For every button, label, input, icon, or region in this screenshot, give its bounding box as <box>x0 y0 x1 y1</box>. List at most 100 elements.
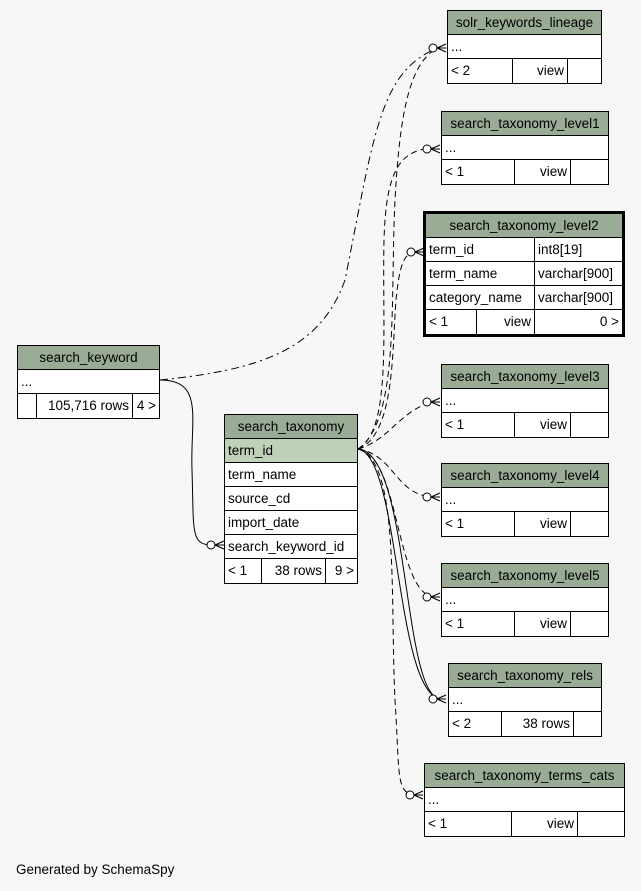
parents-count[interactable]: < 1 <box>445 516 465 531</box>
parents-count[interactable]: < 1 <box>428 816 448 831</box>
crow-foot <box>430 397 441 407</box>
cardinality-circle <box>422 592 432 602</box>
table-search-taxonomy-level2[interactable]: search_taxonomy_level2 term_id int8[19] … <box>423 211 625 337</box>
children-count[interactable]: 9 > <box>325 559 357 583</box>
table-title: search_taxonomy_level2 <box>426 214 622 238</box>
crow-foot <box>436 694 447 704</box>
cardinality-circle <box>422 492 432 502</box>
edge-taxonomy-level1 <box>357 147 434 450</box>
crow-foot <box>430 492 441 502</box>
column-type: varchar[900] <box>534 286 622 309</box>
table-title: search_taxonomy_level3 <box>442 365 608 389</box>
edge-taxonomy-terms-cats <box>357 448 418 796</box>
generated-by-footer: Generated by SchemaSpy <box>16 862 175 877</box>
columns-ellipsis: ... <box>445 140 457 155</box>
table-search-taxonomy-terms-cats[interactable]: search_taxonomy_terms_cats ... < 1 view <box>424 763 625 837</box>
table-title: search_taxonomy_level5 <box>442 564 608 588</box>
children-view-link[interactable]: view <box>511 812 577 836</box>
rows-count[interactable]: 38 rows <box>261 559 325 583</box>
crow-foot <box>436 43 447 53</box>
table-search-taxonomy-level5[interactable]: search_taxonomy_level5 ... < 1 view <box>441 563 609 637</box>
column-name: import_date <box>228 515 300 530</box>
children-count[interactable]: 0 > <box>534 310 622 334</box>
rows-count[interactable]: 38 rows <box>501 712 573 736</box>
columns-ellipsis: ... <box>428 792 440 807</box>
columns-ellipsis: ... <box>452 692 464 707</box>
column-row-primary-key: term_id <box>225 439 357 463</box>
parents-count[interactable]: < 1 <box>228 563 248 578</box>
table-search-taxonomy-rels[interactable]: search_taxonomy_rels ... < 2 38 rows <box>448 663 602 737</box>
table-search-taxonomy-level4[interactable]: search_taxonomy_level4 ... < 1 view <box>441 463 609 537</box>
children-count[interactable]: 4 > <box>132 394 159 418</box>
empty-cell <box>573 712 601 736</box>
columns-ellipsis: ... <box>451 39 463 54</box>
table-title: search_taxonomy <box>225 415 357 439</box>
table-title: search_taxonomy_rels <box>449 664 601 688</box>
cardinality-circle <box>428 43 438 53</box>
parents-count[interactable]: < 2 <box>452 716 472 731</box>
edge-search-keyword-search-taxonomy <box>159 379 213 546</box>
table-title: search_taxonomy_terms_cats <box>425 764 624 788</box>
parents-count[interactable]: < 1 <box>445 616 465 631</box>
table-search-taxonomy-level3[interactable]: search_taxonomy_level3 ... < 1 view <box>441 364 609 438</box>
table-solr-keywords-lineage[interactable]: solr_keywords_lineage ... < 2 view <box>447 10 602 84</box>
column-row: category_name varchar[900] <box>426 286 622 310</box>
column-row: source_cd <box>225 487 357 511</box>
table-title: solr_keywords_lineage <box>448 11 601 35</box>
crow-foot <box>413 790 424 800</box>
crow-foot <box>430 144 441 154</box>
column-type: int8[19] <box>534 238 622 261</box>
edge-taxonomy-rels-1 <box>357 448 441 700</box>
column-row: term_name varchar[900] <box>426 262 622 286</box>
edge-taxonomy-solr-lineage <box>357 46 441 450</box>
children-view-link[interactable]: view <box>512 59 567 83</box>
column-name: term_id <box>228 443 274 458</box>
table-title: search_taxonomy_level4 <box>442 464 608 488</box>
empty-cell <box>570 413 608 437</box>
parents-count[interactable]: < 1 <box>445 164 465 179</box>
column-name: category_name <box>429 290 523 305</box>
column-name: term_name <box>429 266 498 281</box>
column-type: varchar[900] <box>534 262 622 285</box>
cardinality-circle <box>406 247 416 257</box>
children-view-link[interactable]: view <box>514 612 570 636</box>
empty-cell <box>18 394 36 418</box>
parents-count[interactable]: < 1 <box>429 314 449 329</box>
cardinality-circle <box>422 144 432 154</box>
children-view-link[interactable]: view <box>514 160 570 184</box>
empty-cell <box>570 512 608 536</box>
table-search-taxonomy-level1[interactable]: search_taxonomy_level1 ... < 1 view <box>441 111 609 185</box>
columns-ellipsis: ... <box>445 592 457 607</box>
column-name: term_id <box>429 242 475 257</box>
empty-cell <box>577 812 624 836</box>
rows-view-link[interactable]: view <box>476 310 534 334</box>
crow-foot <box>414 247 425 257</box>
empty-cell <box>570 612 608 636</box>
empty-cell <box>570 160 608 184</box>
columns-ellipsis: ... <box>445 492 457 507</box>
parents-count[interactable]: < 2 <box>451 63 471 78</box>
columns-ellipsis: ... <box>21 374 33 389</box>
column-row: search_keyword_id <box>225 535 357 559</box>
edge-search-keyword-solr-lineage <box>159 46 441 381</box>
table-search-taxonomy[interactable]: search_taxonomy term_id term_name source… <box>224 414 358 584</box>
parents-count[interactable]: < 1 <box>445 417 465 432</box>
cardinality-circle <box>405 790 415 800</box>
column-name: source_cd <box>228 491 291 506</box>
cardinality-circle <box>422 397 432 407</box>
column-name: term_name <box>228 467 297 482</box>
children-view-link[interactable]: view <box>514 413 570 437</box>
column-row: term_id int8[19] <box>426 238 622 262</box>
column-row: term_name <box>225 463 357 487</box>
edge-taxonomy-rels-2 <box>357 448 441 700</box>
edge-taxonomy-level3 <box>357 401 434 450</box>
rows-count[interactable]: 105,716 rows <box>36 394 132 418</box>
table-title: search_taxonomy_level1 <box>442 112 608 136</box>
table-search-keyword[interactable]: search_keyword ... 105,716 rows 4 > <box>17 345 160 419</box>
edge-taxonomy-level4 <box>357 448 434 498</box>
column-row: import_date <box>225 511 357 535</box>
empty-cell <box>567 59 601 83</box>
children-view-link[interactable]: view <box>514 512 570 536</box>
edge-taxonomy-level2 <box>357 251 419 450</box>
